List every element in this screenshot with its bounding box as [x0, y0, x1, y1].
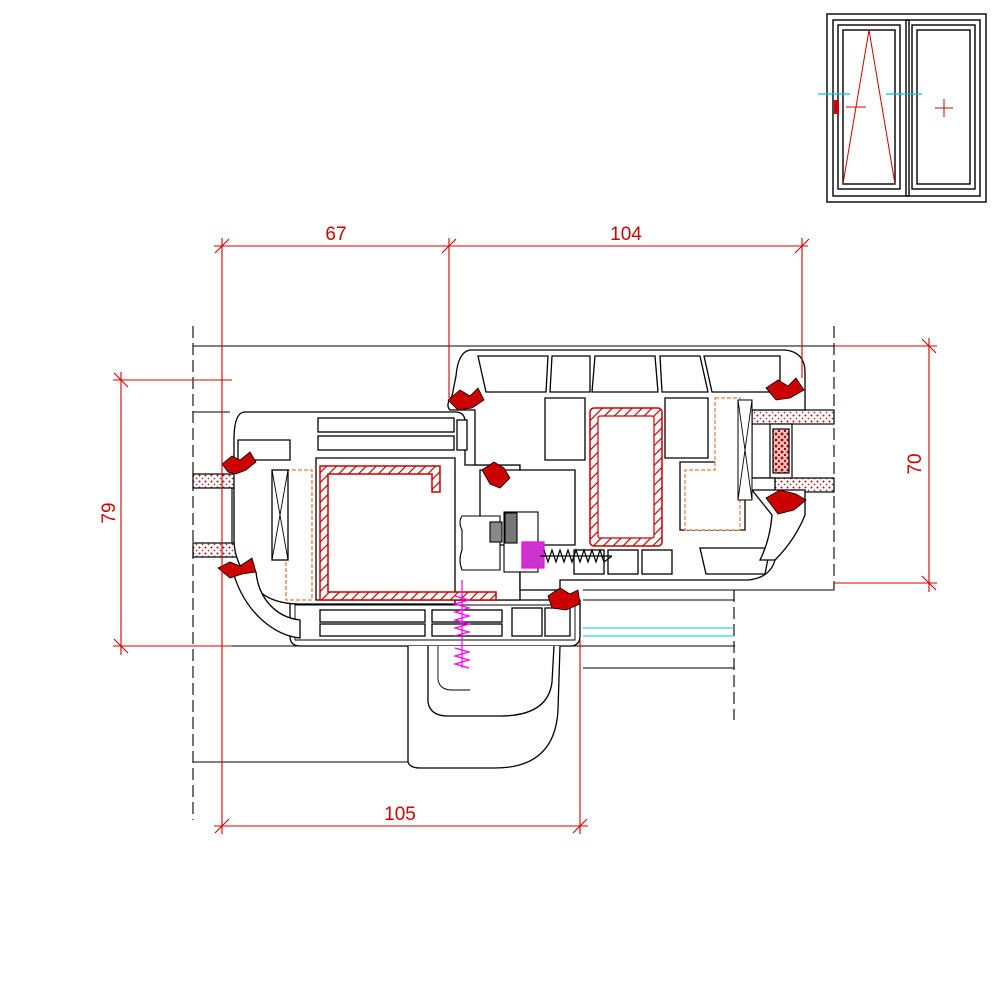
- steel-reinforcement-left: [319, 465, 497, 601]
- screw-horizontal: [521, 541, 613, 569]
- steel-reinforcement-right: [589, 407, 663, 547]
- dimension-frame-to-edge: 104: [610, 224, 642, 245]
- window-elevation-icon: [818, 13, 987, 203]
- dimension-total-height: 79: [99, 502, 120, 523]
- dimension-bottom-width: 105: [384, 804, 416, 825]
- frame-profile: [289, 599, 581, 769]
- screw-vertical: [452, 580, 472, 669]
- dimension-frame-height: 70: [905, 453, 926, 474]
- sash-profile: [231, 411, 521, 639]
- dimension-sash-width: 67: [325, 224, 346, 245]
- glazing-right: [751, 409, 835, 493]
- dimension-lines: [113, 238, 937, 834]
- gaskets: [217, 377, 807, 611]
- insulation-right: [684, 397, 753, 531]
